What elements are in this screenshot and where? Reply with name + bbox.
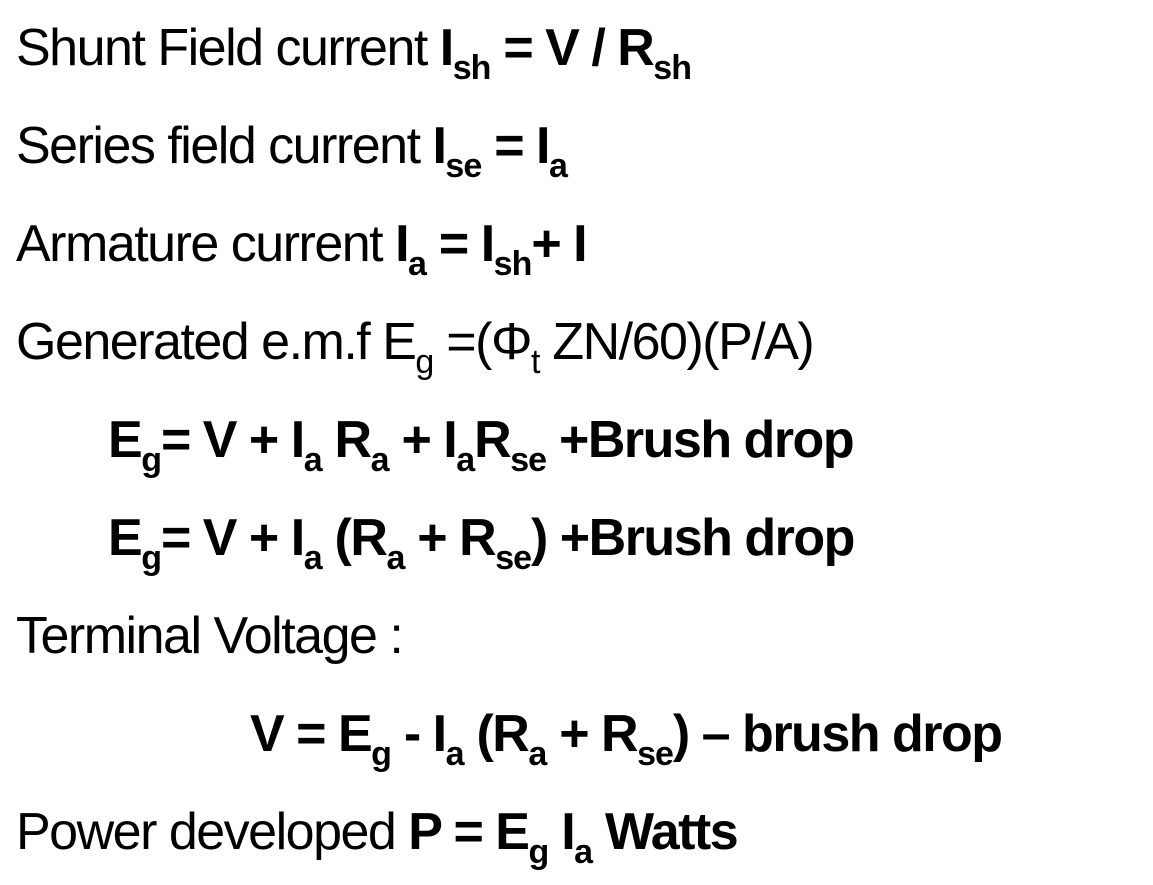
shunt-field-current-equation: Ish = V / Rsh [439, 19, 692, 85]
eq-subscript: a [548, 147, 568, 185]
eq-text: =( [433, 313, 492, 371]
series-field-current-equation: Ise = Ia [432, 117, 567, 183]
eq-text: R [321, 411, 373, 469]
eq-subscript: g [141, 539, 162, 577]
eq-subscript: a [370, 441, 390, 479]
eq-text: I [548, 803, 575, 861]
eq-text: + R [404, 509, 496, 567]
eq-subscript: g [528, 833, 549, 871]
eq-subscript: a [303, 441, 323, 479]
eq-text: + I [531, 215, 587, 273]
eq-symbol: I [432, 117, 446, 175]
eq-text: +Brush drop [546, 411, 855, 469]
terminal-voltage-equation: V = Eg - Ia (Ra + Rse) – brush drop [250, 705, 1003, 771]
eq-subscript: a [303, 539, 323, 577]
eq-text: P = E [408, 803, 530, 861]
eq-text: + I [388, 411, 457, 469]
eq-text: (R [463, 705, 529, 763]
eq-subscript: g [415, 343, 434, 381]
power-developed-equation: P = Eg Ia Watts [408, 803, 739, 869]
armature-current-label: Armature current [16, 215, 396, 273]
eq-subscript: sh [653, 49, 692, 87]
eq-symbol: I [536, 117, 550, 175]
eq-symbol: I [480, 215, 495, 273]
emf-equation-expanded: Eg= V + Ia Ra + IaRse +Brush drop [108, 411, 855, 477]
eq-text: = V + I [160, 509, 305, 567]
shunt-field-current-line: Shunt Field current Ish = V / Rsh [16, 19, 692, 85]
eq-subscript: t [530, 343, 541, 381]
eq-subscript: a [445, 735, 465, 773]
eq-text: = V / [490, 19, 618, 77]
eq-subscript: se [510, 441, 547, 479]
terminal-voltage-heading: Terminal Voltage : [16, 607, 404, 665]
eq-subscript: a [528, 735, 547, 773]
eq-text: = [481, 117, 537, 175]
armature-current-line: Armature current Ia = Ish+ I [16, 215, 588, 281]
eq-subscript: se [445, 147, 482, 185]
eq-text: V = E [250, 705, 373, 763]
eq-text: = [425, 215, 481, 273]
eq-subscript: sh [493, 245, 533, 283]
generated-emf-line: Generated e.m.f Eg =(Φt ZN/60)(P/A) [16, 313, 815, 379]
eq-symbol: R [617, 19, 655, 77]
eq-text: = V + I [160, 411, 305, 469]
generated-emf-label: Generated e.m.f [16, 313, 383, 371]
eq-subscript: se [637, 735, 674, 773]
power-developed-line: Power developed P = Eg Ia Watts [16, 803, 739, 869]
shunt-field-current-label: Shunt Field current [16, 19, 440, 77]
eq-text: E [108, 509, 143, 567]
eq-subscript: a [386, 539, 405, 577]
eq-text: ZN/60)(P/A) [539, 313, 814, 371]
eq-subscript: g [141, 441, 162, 479]
eq-symbol: I [439, 19, 454, 77]
eq-text: + R [546, 705, 638, 763]
eq-text: E [108, 411, 143, 469]
power-developed-label: Power developed [16, 803, 409, 861]
eq-subscript: a [408, 245, 427, 283]
terminal-voltage-label: Terminal Voltage : [16, 607, 404, 665]
series-field-current-line: Series field current Ise = Ia [16, 117, 568, 183]
eq-subscript: se [495, 539, 532, 577]
eq-subscript: a [456, 441, 475, 479]
eq-subscript: sh [452, 49, 492, 87]
eq-symbol: I [395, 215, 409, 273]
flux-symbol: Φ [490, 313, 533, 371]
eq-symbol: E [382, 313, 417, 371]
eq-text: (R [321, 509, 388, 567]
eq-text: R [474, 411, 512, 469]
generated-emf-equation: Eg =(Φt ZN/60)(P/A) [382, 313, 815, 379]
eq-text: ) – brush drop [672, 705, 1003, 763]
eq-subscript: g [371, 735, 392, 773]
series-field-current-label: Series field current [16, 117, 433, 175]
eq-text: - I [390, 705, 447, 763]
eq-text: Watts [592, 803, 739, 861]
eq-text: ) +Brush drop [531, 509, 855, 567]
emf-equation-factored: Eg= V + Ia (Ra + Rse) +Brush drop [108, 509, 855, 575]
eq-subscript: a [574, 833, 593, 871]
armature-current-equation: Ia = Ish+ I [395, 215, 588, 281]
